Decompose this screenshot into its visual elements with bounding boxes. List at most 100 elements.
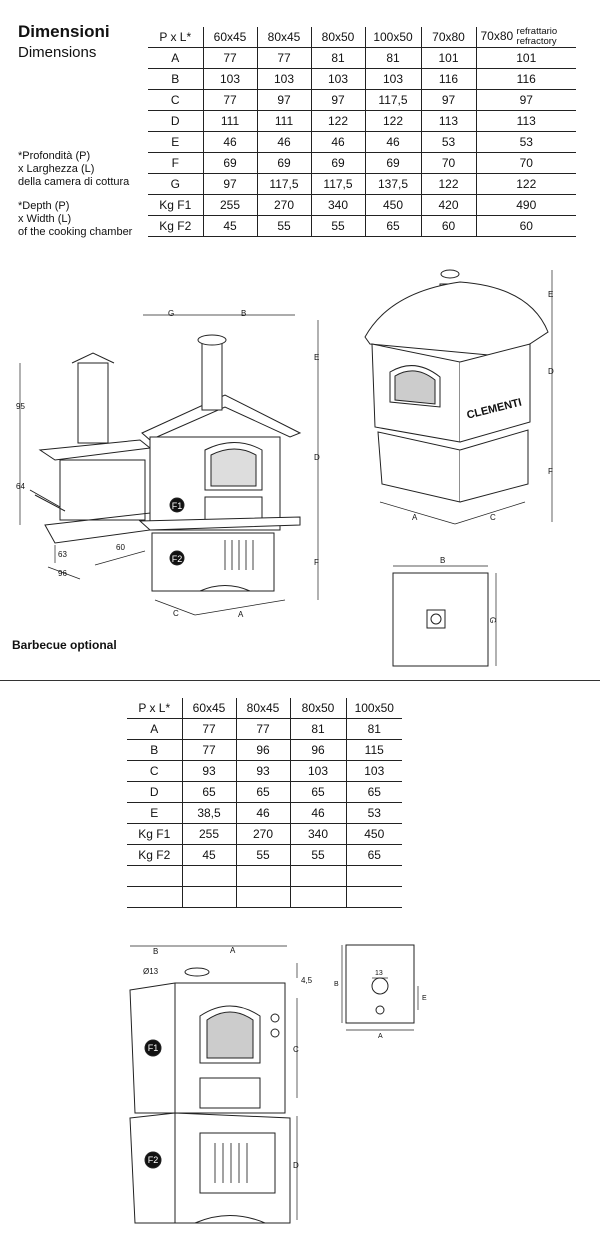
value-cell: 255: [202, 194, 257, 216]
value-cell: 69: [256, 152, 311, 174]
value-cell: 93: [181, 760, 236, 782]
value-cell: 69: [202, 152, 257, 174]
barbecue-optional-label: Barbecue optional: [12, 638, 117, 652]
oven-door-glass: [210, 448, 257, 487]
value-cell: 101: [475, 47, 576, 69]
value-cell: 77: [202, 89, 257, 111]
value-cell: 113: [475, 110, 576, 132]
value-cell: 53: [420, 131, 476, 153]
value-cell: 65: [235, 781, 290, 803]
dim-label-e: E: [548, 290, 553, 299]
note-line: *Profondità (P): [18, 150, 91, 162]
value-cell: 46: [256, 131, 311, 153]
chimney-cap: [440, 269, 460, 279]
value-cell: 46: [364, 131, 421, 153]
value-cell: 69: [364, 152, 421, 174]
dim-label-d: D: [314, 453, 320, 462]
header-cell: P x L*: [127, 698, 182, 719]
oven-chimney: [201, 339, 223, 411]
dim-c-line: [154, 599, 196, 616]
barbecue-body: [59, 459, 146, 521]
value-cell: 55: [310, 215, 365, 237]
dim-label-b: B: [334, 981, 339, 988]
value-cell: 81: [310, 47, 365, 69]
thermometer-dial: [270, 1013, 280, 1023]
value-cell: 270: [235, 823, 290, 845]
value-cell: [235, 886, 290, 908]
value-cell: 93: [235, 760, 290, 782]
value-cell: 46: [310, 131, 365, 153]
dim-label-f: F: [314, 558, 319, 567]
badge-f2: [169, 550, 185, 566]
flue-plate: [426, 609, 446, 629]
stand-vents: [214, 1143, 248, 1183]
header-cell: 70x80: [420, 27, 476, 48]
barbecue-chimney: [77, 362, 109, 444]
badge-f2-label: F2: [172, 554, 183, 564]
value-cell: 270: [256, 194, 311, 216]
oven-door-arch: [204, 442, 263, 491]
value-cell: 70: [420, 152, 476, 174]
oven-stand: [151, 532, 275, 592]
value-cell: 70: [475, 152, 576, 174]
oven-barbecue-diagram: F1 F2 G B E D F 95 64 63 60 96 C A: [16, 309, 320, 619]
value-cell: 65: [289, 781, 346, 803]
row-label-cell: Kg F1: [148, 194, 203, 216]
dim-label-b: B: [241, 309, 246, 318]
stand-body: [129, 1112, 291, 1224]
dim-label-a: A: [230, 946, 236, 955]
arched-oven-diagram: CLEMENTI E D F A C: [364, 269, 554, 525]
header-cell: 80x45: [256, 27, 311, 48]
dim-label-d: D: [293, 1161, 299, 1170]
dim-label-g: G: [488, 617, 497, 623]
dim-label-13: 13: [375, 970, 383, 977]
header-cell-refractory: 70x80 refrattario refractory: [475, 27, 576, 48]
dim-label-f: F: [548, 467, 553, 476]
header-cell: 80x50: [289, 698, 346, 719]
header-cell: 100x50: [345, 698, 402, 719]
section-divider: [0, 680, 600, 681]
table-header-row: P x L* 60x45 80x45 80x50 100x50 70x80 70…: [148, 27, 576, 48]
row-label-cell: A: [148, 47, 203, 69]
dim-a-line: [379, 501, 456, 525]
value-cell: 69: [310, 152, 365, 174]
value-cell: 81: [289, 718, 346, 740]
value-cell: 45: [181, 844, 236, 866]
oven-lower-door: [199, 1077, 261, 1109]
barbecue-chimney-cap: [71, 352, 115, 364]
table-header-row: P x L* 60x45 80x45 80x50 100x50: [127, 698, 402, 719]
header-cell: 60x45: [202, 27, 257, 48]
row-label-cell: Kg F2: [127, 844, 182, 866]
value-cell: 340: [289, 823, 346, 845]
stand-vents: [224, 540, 254, 570]
value-cell: 117,5: [310, 173, 365, 195]
header-cell: P x L*: [148, 27, 203, 48]
oven-door-arch: [199, 1005, 261, 1064]
dim-label-64: 64: [16, 482, 25, 491]
row-label-cell: G: [148, 173, 203, 195]
value-cell: 96: [289, 739, 346, 761]
value-cell: 65: [181, 781, 236, 803]
row-label-cell: B: [127, 739, 182, 761]
flue-collar: [184, 967, 210, 977]
value-cell: 65: [364, 215, 421, 237]
value-cell: 122: [364, 110, 421, 132]
dim-label-a: A: [238, 610, 244, 619]
value-cell: [181, 886, 236, 908]
oven-door-glass: [394, 370, 436, 405]
value-cell: 340: [310, 194, 365, 216]
barbecue-grill-handle: [29, 489, 66, 512]
value-cell: 55: [256, 215, 311, 237]
value-cell: [235, 865, 290, 887]
table-row: [127, 886, 402, 908]
value-cell: 77: [181, 739, 236, 761]
dim-96-line: [47, 566, 81, 580]
value-cell: [289, 865, 346, 887]
value-cell: 53: [475, 131, 576, 153]
value-cell: 77: [235, 718, 290, 740]
